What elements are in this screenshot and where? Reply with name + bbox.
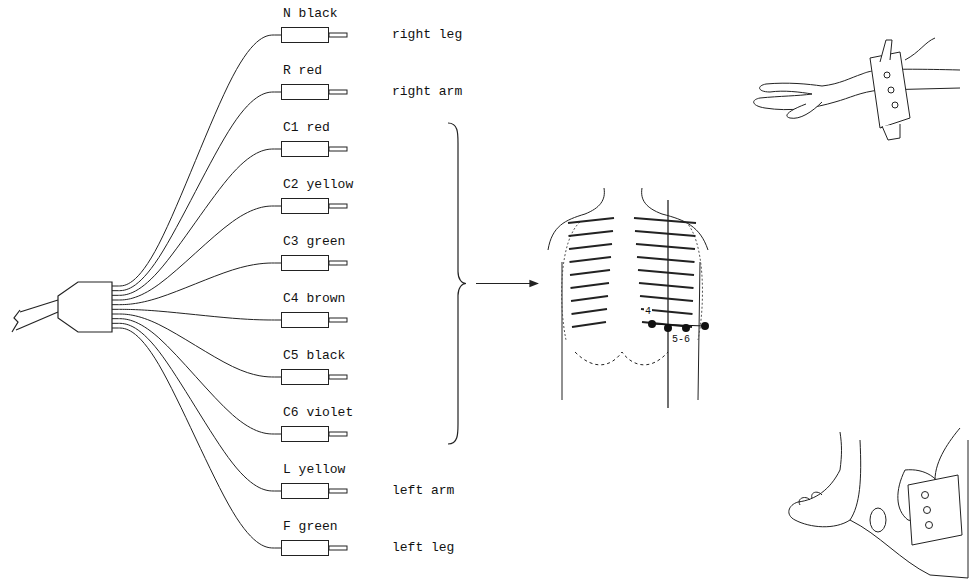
lead-wires (112, 33, 347, 550)
rib (570, 257, 612, 262)
electrode-number: 4 (644, 306, 652, 317)
rib (568, 218, 614, 223)
rib-hatching (568, 218, 696, 327)
lead-plug: C2 yellow (281, 177, 353, 214)
foot-clamp (789, 428, 968, 578)
plug-pin (329, 375, 347, 379)
rib (572, 322, 606, 327)
lead-color-label: R red (281, 63, 329, 78)
plug-pin (329, 33, 347, 37)
plug-pin (329, 318, 347, 322)
lead-plug: C3 green (281, 234, 345, 271)
plug-body (281, 312, 329, 328)
plug-body (281, 84, 329, 100)
rib (571, 296, 608, 301)
limb-label: right leg (392, 27, 462, 42)
rib (572, 309, 608, 314)
lead-wire (112, 323, 281, 491)
plug-body (281, 483, 329, 499)
rib (635, 231, 696, 236)
plug-body (281, 540, 329, 556)
plug-body (281, 27, 329, 43)
lead-color-label: C4 brown (281, 291, 345, 306)
plug-body (281, 369, 329, 385)
lead-color-label: C3 green (281, 234, 345, 249)
rib (569, 244, 612, 249)
lead-wire (112, 206, 281, 300)
lead-color-label: C2 yellow (281, 177, 353, 192)
lead-wire (112, 149, 281, 295)
cable-hub (12, 282, 112, 332)
chest-figure (548, 188, 708, 408)
rib (570, 270, 610, 275)
limb-label: left leg (392, 540, 454, 555)
rib (636, 244, 695, 249)
rib (637, 257, 695, 262)
plug-pin (329, 90, 347, 94)
lead-plug: L yellow (281, 462, 345, 499)
curly-bracket (448, 123, 466, 444)
lead-plug: C5 black (281, 348, 345, 385)
rib (639, 283, 694, 288)
lead-wire (112, 309, 281, 320)
lead-plug: F green (281, 519, 338, 556)
lead-wire (112, 263, 281, 305)
plug-pin (329, 261, 347, 265)
rib (634, 218, 696, 223)
lead-color-label: N black (281, 6, 338, 21)
electrode-number: 5-6 (671, 334, 691, 345)
rib (569, 231, 614, 236)
lead-color-label: L yellow (281, 462, 345, 477)
lead-plug: C6 violet (281, 405, 353, 442)
lead-plug: N black (281, 6, 338, 43)
plug-body (281, 141, 329, 157)
lead-plug: C4 brown (281, 291, 345, 328)
plug-body (281, 255, 329, 271)
limb-label: right arm (392, 84, 462, 99)
plug-pin (329, 489, 347, 493)
lead-wire (112, 92, 281, 291)
chest-lead-bracket (448, 123, 538, 444)
plug-body (281, 426, 329, 442)
lead-plug: C1 red (281, 120, 330, 157)
lead-wire (112, 328, 281, 548)
rib (638, 270, 694, 275)
rib (640, 296, 693, 301)
plug-pin (329, 546, 347, 550)
plug-pin (329, 204, 347, 208)
plug-pin (329, 147, 347, 151)
lead-color-label: C6 violet (281, 405, 353, 420)
plug-pin (329, 432, 347, 436)
lead-plug: R red (281, 63, 329, 100)
hand-clamp (754, 38, 960, 140)
limb-label: left arm (392, 483, 454, 498)
lead-wire (112, 35, 281, 286)
electrode-dots (648, 320, 709, 332)
rib (571, 283, 610, 288)
plug-body (281, 198, 329, 214)
pointer-arrow (476, 283, 538, 284)
lead-color-label: C5 black (281, 348, 345, 363)
lead-color-label: C1 red (281, 120, 330, 135)
lead-color-label: F green (281, 519, 338, 534)
